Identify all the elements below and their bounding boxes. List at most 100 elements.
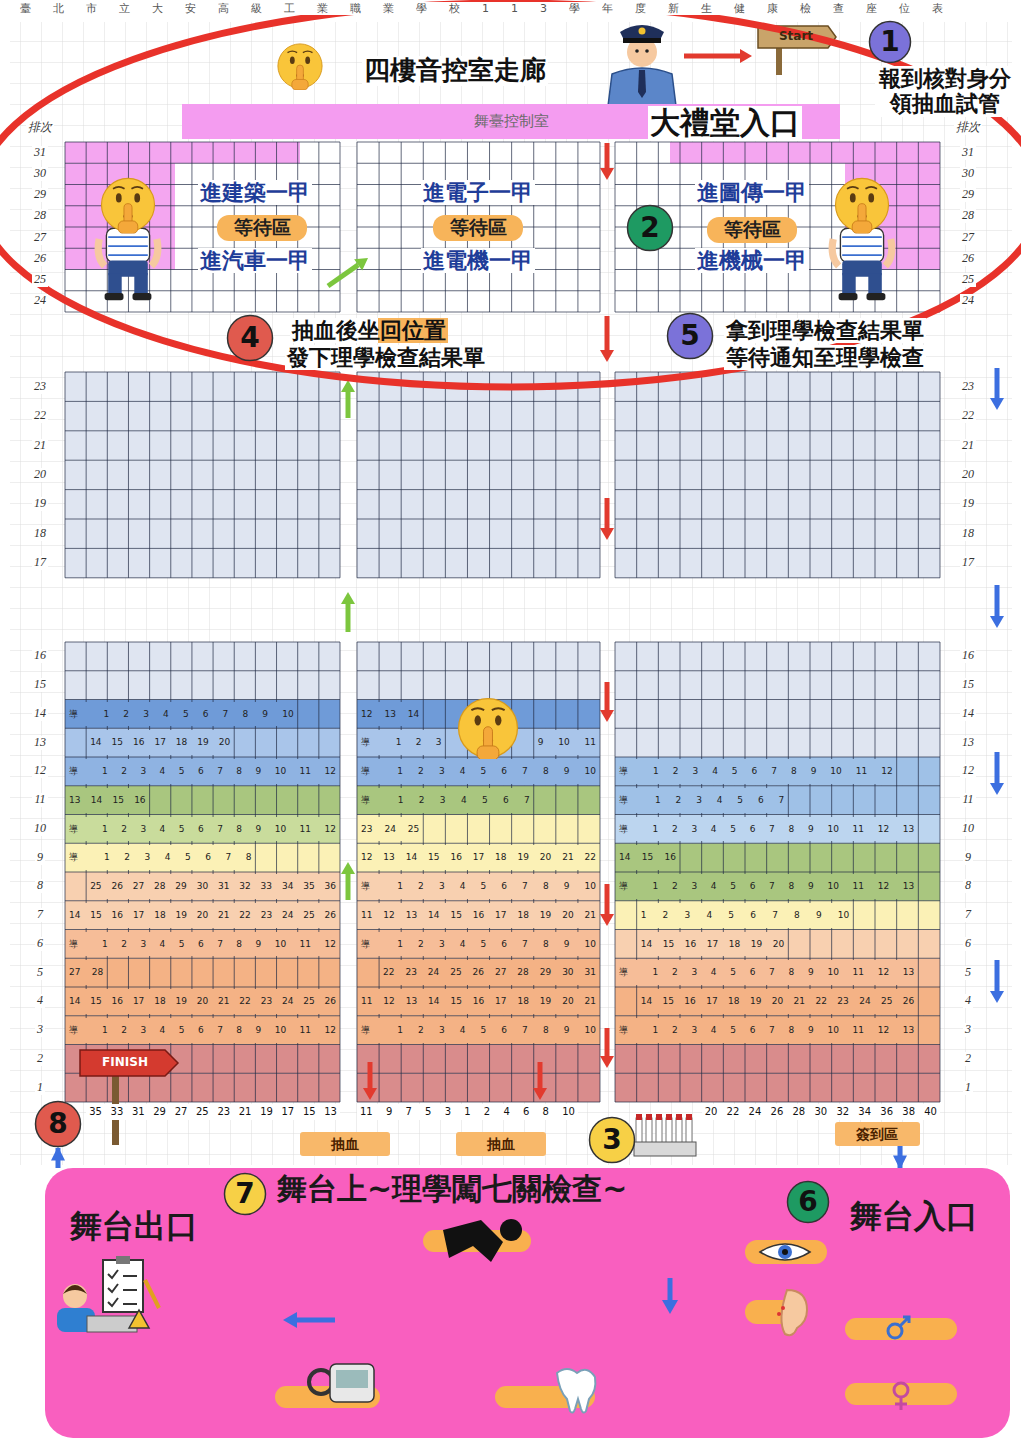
eye-check-icon <box>745 1240 827 1264</box>
seat-numbers: 12 13 14 15 16 17 18 19 20 21 22 <box>358 845 599 870</box>
green-flow-arrow <box>346 392 351 418</box>
seat-row <box>65 519 340 548</box>
row-number: 8 <box>963 879 973 893</box>
step-number-circle: 4 <box>226 314 274 362</box>
box-label: 簽到區 <box>856 1126 898 1142</box>
callout-number: 1 <box>880 26 899 58</box>
seat-numbers: 14 15 16 17 18 19 20 21 22 23 24 25 26 <box>66 989 339 1014</box>
seat-row <box>65 1045 340 1074</box>
corridor-label: 四樓音控室走廊 <box>362 56 548 86</box>
seat-row <box>357 815 600 844</box>
seat-numbers: 11 9 7 5 3 1 2 4 6 8 10 <box>357 1104 578 1120</box>
male-check-icon <box>845 1317 957 1340</box>
stage-exit-label: 舞台出口 <box>70 1208 198 1245</box>
red-flow-arrow <box>600 884 614 926</box>
seat-numbers: 導 1 2 3 4 5 6 7 8 9 10 11 12 <box>66 932 339 957</box>
step-number-circle: 2 <box>626 204 674 252</box>
row-header: 排次 <box>26 121 54 135</box>
row-number: 6 <box>35 937 45 951</box>
seat-row <box>357 142 600 163</box>
box-label: 等待區 <box>450 217 507 239</box>
blue-flow-arrow <box>990 960 1004 1003</box>
row-number: 26 <box>32 252 48 266</box>
row-number: 30 <box>32 167 48 181</box>
seat-row <box>357 642 600 671</box>
checkout-person-icon <box>63 1284 87 1308</box>
seat-row <box>65 490 340 519</box>
step-number-circle: 6 <box>786 1180 830 1224</box>
flow-arrow <box>328 49 1004 1100</box>
row-number: 21 <box>32 439 48 453</box>
seat-numbers: 27 28 <box>66 960 106 985</box>
seat-numbers: 35 33 31 29 27 25 23 21 19 17 15 13 <box>86 1104 340 1120</box>
ear-check-icon <box>781 1290 807 1335</box>
seat-row <box>357 958 600 987</box>
ear-check-icon <box>781 1306 785 1310</box>
seat-row <box>615 958 940 987</box>
callout-number: 2 <box>640 212 659 244</box>
blue-flow-arrow <box>990 616 1004 628</box>
seat-row <box>65 642 340 671</box>
stage-area: 舞台上~理學闖七關檢查~舞台入口舞台出口76 <box>45 1168 1010 1438</box>
sign-in-box: 簽到區 <box>835 1122 920 1146</box>
red-flow-arrow <box>600 710 614 722</box>
blue-flow-arrow <box>990 783 1004 795</box>
red-flow-arrow <box>363 1088 377 1100</box>
seat-row <box>615 1016 940 1045</box>
doctor-check-icon <box>423 1219 531 1262</box>
class-label: 進汽車一甲 <box>198 248 312 273</box>
police-figure <box>608 25 676 106</box>
red-flow-arrow <box>600 682 614 722</box>
test-tube-rack <box>666 1114 672 1120</box>
row-number: 1 <box>963 1081 973 1095</box>
seat-row <box>615 757 940 786</box>
row-number: 1 <box>35 1081 45 1095</box>
step-note: 發下理學檢查結果單 <box>285 345 487 370</box>
seat-row <box>615 728 940 757</box>
row-number: 29 <box>960 188 976 202</box>
class-label: 進電子一甲 <box>421 180 535 205</box>
seat-numbers: 13 14 15 16 <box>66 788 149 813</box>
seat-row <box>615 490 940 519</box>
seat-row <box>615 872 940 901</box>
stage-flow-arrow <box>283 1312 297 1328</box>
checkout-person-icon <box>145 1280 159 1308</box>
blue-flow-arrow <box>990 991 1004 1003</box>
seat-numbers: 導 1 2 3 4 5 6 7 8 9 10 11 12 <box>66 759 339 784</box>
seat-row <box>357 757 600 786</box>
seat-row <box>615 671 940 700</box>
sheet-background <box>10 22 1012 1165</box>
seat-row <box>357 1073 600 1102</box>
red-flow-arrow <box>533 1062 547 1100</box>
row-number: 4 <box>963 994 973 1008</box>
seat-row <box>615 987 940 1016</box>
seat-numbers: 11 12 13 14 15 16 17 18 19 20 21 <box>358 989 599 1014</box>
pink-area <box>670 142 940 163</box>
blood-draw-box: 抽血 <box>300 1132 390 1156</box>
doctor-check-icon <box>500 1219 522 1241</box>
red-flow-arrow <box>605 498 610 528</box>
eye-check-icon <box>778 1245 792 1259</box>
stage-flow-arrow <box>668 1278 673 1300</box>
box-label: 抽血 <box>487 1136 515 1152</box>
blue-flow-arrow <box>995 585 1000 616</box>
circle-outline <box>668 314 713 359</box>
seat-row <box>357 1016 600 1045</box>
blue-flow-arrow <box>995 368 1000 398</box>
class-label: 進電機一甲 <box>421 248 535 273</box>
seat-row <box>615 642 940 671</box>
red-flow-arrow <box>684 54 740 59</box>
red-flow-arrow <box>538 1062 543 1088</box>
row-number: 27 <box>32 231 48 245</box>
red-flow-arrow <box>600 168 614 180</box>
test-tube-rack <box>634 1114 696 1156</box>
checkout-person-icon <box>63 1285 87 1294</box>
seat-row <box>357 548 600 577</box>
ear-check-icon <box>745 1290 807 1335</box>
green-flow-arrow <box>341 380 355 418</box>
row-number: 25 <box>32 273 48 287</box>
police-figure <box>635 49 639 53</box>
checkout-person-icon <box>116 1256 130 1264</box>
seat-grid <box>65 142 940 1102</box>
blood-pressure-icon <box>336 1370 368 1388</box>
